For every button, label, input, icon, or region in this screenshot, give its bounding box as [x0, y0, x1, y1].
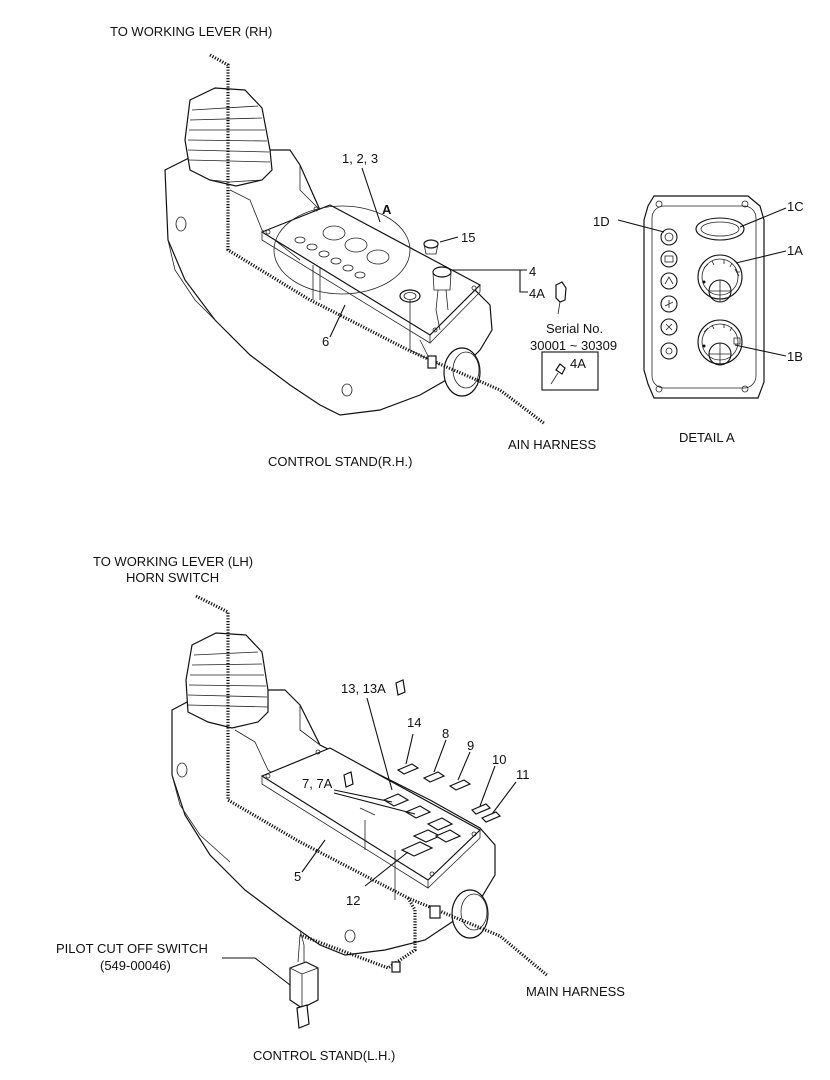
lh-horn-switch: HORN SWITCH — [126, 570, 219, 585]
lamp-1c — [695, 217, 745, 241]
lh-pilot-part: (549-00046) — [100, 958, 171, 973]
lh-callout-5: 5 — [294, 869, 301, 884]
rh-callout-4: 4 — [529, 264, 536, 279]
lh-callout-8: 8 — [442, 726, 449, 741]
detail-label-1c: 1C — [787, 199, 804, 214]
detail-label-1b: 1B — [787, 349, 803, 364]
serial-box — [541, 351, 599, 391]
gauge-1a — [697, 254, 743, 303]
lh-control-stand — [171, 594, 550, 1029]
rh-serial-range: 30001 ~ 30309 — [530, 338, 617, 353]
rh-stand-title: CONTROL STAND(R.H.) — [268, 454, 412, 469]
lh-to-working-lever: TO WORKING LEVER (LH) — [93, 554, 253, 569]
rh-callout-4a: 4A — [529, 286, 545, 301]
detail-title: DETAIL A — [679, 430, 735, 445]
rh-serial-label: Serial No. — [546, 321, 603, 336]
lh-pilot-switch: PILOT CUT OFF SWITCH — [56, 941, 208, 956]
detail-label-1d: 1D — [593, 214, 610, 229]
lh-callout-13: 13, 13A — [341, 681, 386, 696]
detail-a-panel — [617, 195, 787, 399]
rh-callout-15: 15 — [461, 230, 475, 245]
detail-label-1a: 1A — [787, 243, 803, 258]
rh-control-stand — [164, 53, 599, 426]
lh-callout-9: 9 — [467, 738, 474, 753]
lh-callout-7: 7, 7A — [302, 776, 333, 791]
gauge-1b — [697, 319, 743, 366]
lh-callout-14: 14 — [407, 715, 421, 730]
lh-callout-11: 11 — [516, 767, 530, 782]
rh-callout-6: 6 — [322, 334, 329, 349]
rh-to-working-lever: TO WORKING LEVER (RH) — [110, 24, 272, 39]
lh-stand-title: CONTROL STAND(L.H.) — [253, 1048, 395, 1063]
lh-callout-12: 12 — [346, 893, 360, 908]
lh-callout-10: 10 — [492, 752, 506, 767]
rh-callout-a: A — [382, 202, 392, 217]
pilot-cut-off-switch — [289, 961, 319, 1009]
rh-main-harness: AIN HARNESS — [508, 437, 596, 452]
rh-serial-4a: 4A — [570, 356, 586, 371]
indicator-column-1d — [660, 228, 678, 360]
lh-main-harness: MAIN HARNESS — [526, 984, 625, 999]
rh-callout-123: 1, 2, 3 — [342, 151, 378, 166]
